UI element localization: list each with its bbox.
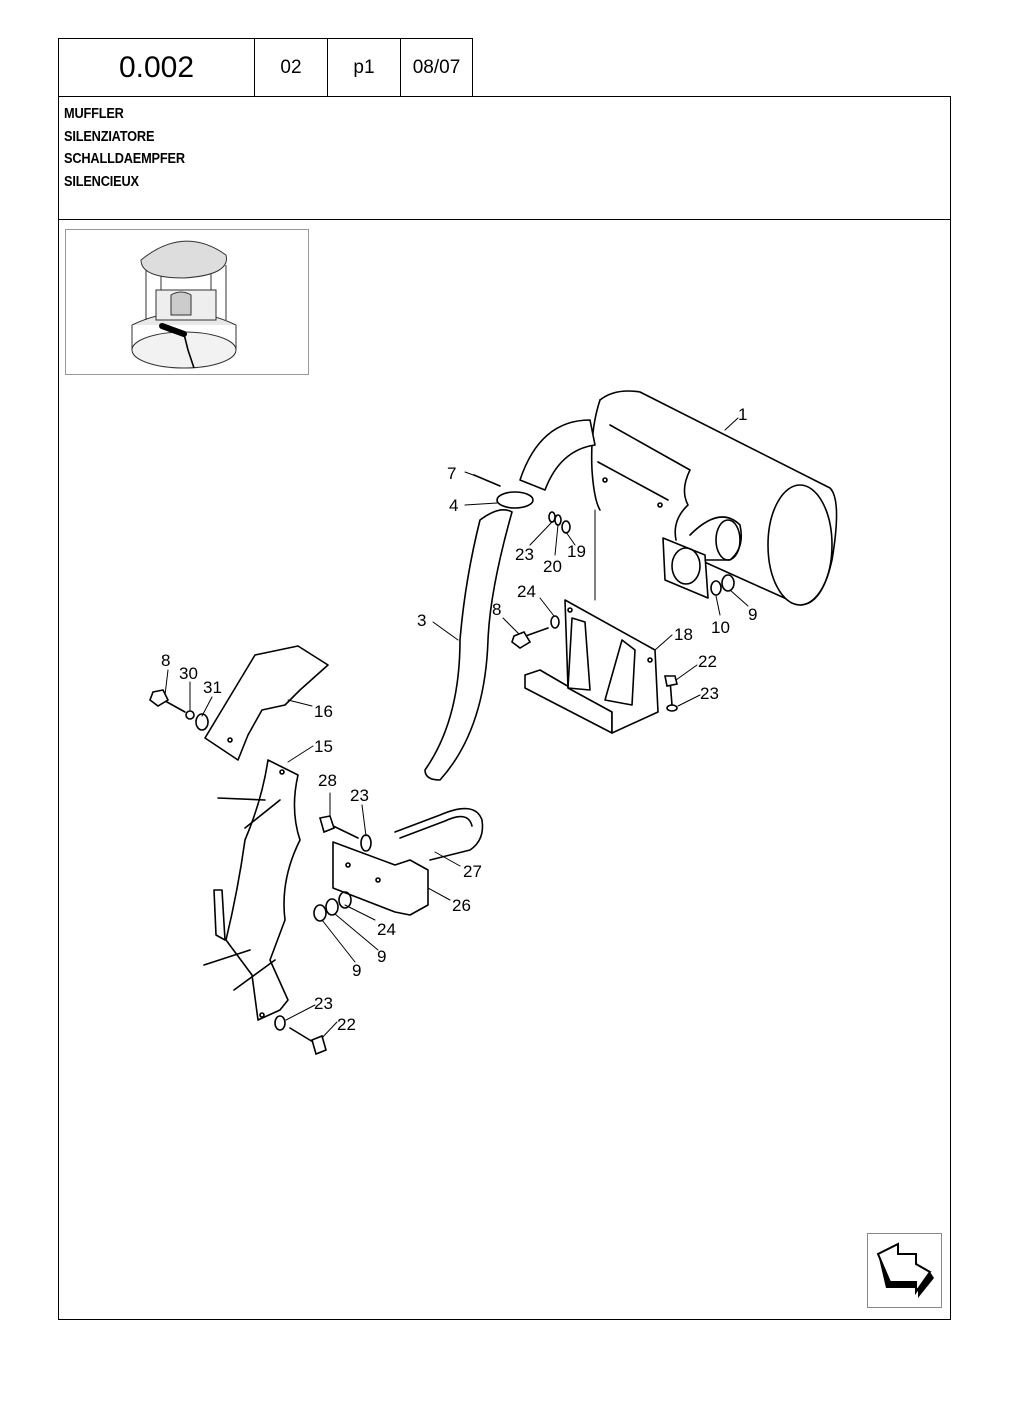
callout-24a: 24 bbox=[517, 582, 536, 601]
machine-thumbnail-icon bbox=[131, 240, 237, 369]
u-bolt bbox=[394, 807, 484, 861]
callout-22a: 22 bbox=[698, 652, 717, 671]
callout-30: 30 bbox=[179, 664, 198, 683]
callout-28: 28 bbox=[318, 771, 337, 790]
callout-19: 19 bbox=[567, 542, 586, 561]
heat-shield bbox=[204, 645, 329, 761]
title-fr: SILENCIEUX bbox=[64, 173, 139, 190]
title-it: SILENZIATORE bbox=[64, 128, 155, 145]
callout-10: 10 bbox=[711, 618, 730, 637]
callout-8a: 8 bbox=[492, 600, 501, 619]
callout-7: 7 bbox=[447, 464, 456, 483]
support-strap bbox=[225, 759, 301, 1021]
callout-15: 15 bbox=[314, 737, 333, 756]
callout-1: 1 bbox=[738, 405, 747, 424]
muffler-outlet-flange bbox=[662, 516, 743, 599]
callout-24b: 24 bbox=[377, 920, 396, 939]
callout-9c: 9 bbox=[352, 961, 361, 980]
muffler-body bbox=[590, 390, 838, 606]
callout-18: 18 bbox=[674, 625, 693, 644]
inlet-elbow bbox=[519, 419, 596, 491]
pipe-clamp bbox=[496, 491, 534, 509]
clamp-bracket bbox=[332, 841, 429, 916]
callout-4: 4 bbox=[449, 496, 458, 515]
drawing-frame: MUFFLER SILENZIATORE SCHALLDAEMPFER SILE… bbox=[58, 96, 951, 1320]
title-box: MUFFLER SILENZIATORE SCHALLDAEMPFER SILE… bbox=[59, 97, 950, 220]
callout-9a: 9 bbox=[748, 605, 757, 624]
callout-8b: 8 bbox=[161, 651, 170, 670]
clamp-bolt bbox=[473, 474, 501, 487]
callout-9b: 9 bbox=[377, 947, 386, 966]
next-page-arrow-icon bbox=[876, 1242, 934, 1298]
callout-3: 3 bbox=[417, 611, 426, 630]
next-page-button[interactable] bbox=[867, 1233, 942, 1308]
callout-20: 20 bbox=[543, 557, 562, 576]
title-de: SCHALLDAEMPFER bbox=[64, 151, 185, 167]
title-en: MUFFLER bbox=[64, 106, 124, 122]
callout-16: 16 bbox=[314, 702, 333, 721]
callout-23a: 23 bbox=[515, 545, 534, 564]
callout-23c: 23 bbox=[350, 786, 369, 805]
flex-pipe bbox=[424, 509, 513, 781]
callout-31: 31 bbox=[203, 678, 222, 697]
muffler-bracket bbox=[524, 599, 659, 734]
callout-23b: 23 bbox=[700, 684, 719, 703]
callout-23d: 23 bbox=[314, 994, 333, 1013]
callout-27: 27 bbox=[463, 862, 482, 881]
callout-22b: 22 bbox=[337, 1015, 356, 1034]
callout-26: 26 bbox=[452, 896, 471, 915]
machine-location-thumbnail bbox=[65, 229, 309, 375]
